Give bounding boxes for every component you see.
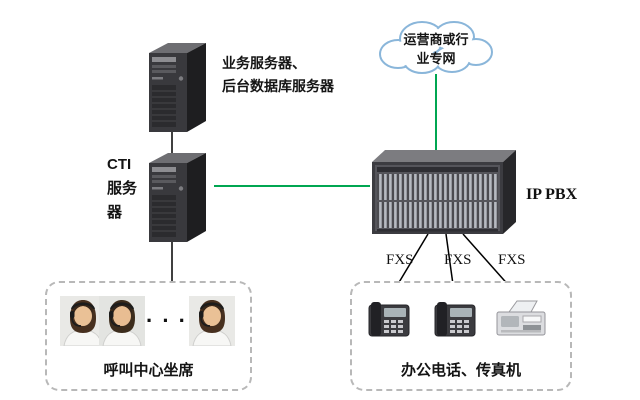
carrier-cloud-icon (372, 14, 500, 83)
cloud-label-line1: 运营商或行 (403, 32, 469, 47)
ippbx-icon (368, 146, 518, 243)
cti-label-line2: 服务 (107, 180, 138, 197)
app-server-label: 业务服务器、 后台数据库服务器 (222, 52, 334, 98)
fxs-label-2: FXS (444, 252, 472, 268)
office-devices-label: 办公电话、传真机 (400, 362, 521, 379)
agent-icon (60, 296, 106, 351)
cti-server-icon (140, 150, 214, 249)
call-center-label: 呼叫中心坐席 (103, 362, 194, 379)
desk-phone-icon (434, 300, 476, 343)
ippbx-label: IP PBX (526, 186, 578, 203)
app-server-icon (140, 40, 214, 139)
cloud-label-line2: 业专网 (416, 51, 456, 66)
desk-phone-icon (368, 300, 410, 343)
app-server-label-line2: 后台数据库服务器 (222, 78, 334, 94)
agents-ellipsis: ··· (146, 308, 195, 333)
fxs-label-1: FXS (386, 252, 414, 268)
fax-machine-icon (495, 297, 547, 344)
cti-label-line3: 器 (107, 204, 123, 221)
fxs-label-3: FXS (498, 252, 526, 268)
app-server-label-line1: 业务服务器、 (222, 55, 306, 71)
cti-server-label: CTI 服务 器 (107, 153, 137, 225)
cti-label-line1: CTI (107, 156, 132, 173)
agent-icon (189, 296, 235, 351)
carrier-cloud-label: 运营商或行 业专网 (372, 30, 500, 68)
agent-icon (99, 296, 145, 351)
